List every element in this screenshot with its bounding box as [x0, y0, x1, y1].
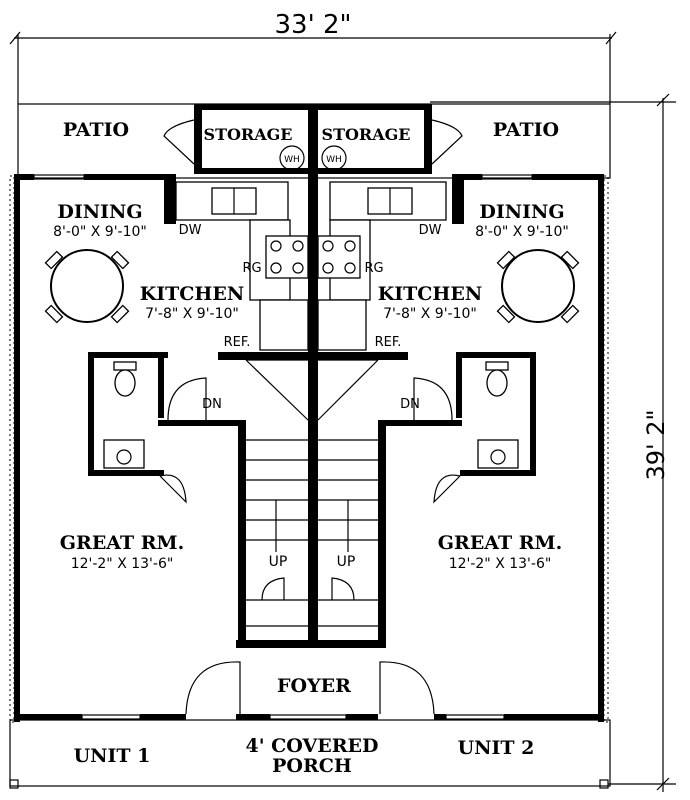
- storage-rooms: [163, 104, 463, 174]
- water-heater-left-icon: [279, 145, 305, 171]
- room-size-kitchen-right: 7'-8" X 9'-10": [383, 306, 477, 322]
- room-label-storage-left: STORAGE: [204, 125, 293, 144]
- room-size-great-room-left: 12'-2" X 13'-6": [71, 556, 174, 572]
- room-size-dining-right: 8'-0" X 9'-10": [475, 224, 569, 240]
- water-heater-label-right: WH: [326, 155, 342, 165]
- interior-walls: [88, 352, 536, 648]
- room-label-patio-left: PATIO: [63, 119, 129, 141]
- room-size-great-room-right: 12'-2" X 13'-6": [449, 556, 552, 572]
- porch-label-line2: PORCH: [272, 755, 352, 777]
- stair-up-label-right: UP: [337, 554, 356, 570]
- water-heater-right-icon: [321, 145, 347, 171]
- room-size-kitchen-left: 7'-8" X 9'-10": [145, 306, 239, 322]
- refrigerator-label-left: REF.: [224, 335, 251, 350]
- room-label-patio-right: PATIO: [493, 119, 559, 141]
- room-label-foyer: FOYER: [277, 675, 351, 697]
- room-label-great-room-left: GREAT RM.: [60, 532, 184, 554]
- range-label-right: RG: [364, 261, 383, 276]
- dishwasher-label-right: DW: [419, 223, 442, 238]
- room-label-dining-left: DINING: [57, 201, 142, 223]
- range-label-left: RG: [242, 261, 261, 276]
- porch-slab: [9, 719, 611, 787]
- stair-down-label-right: DN: [400, 397, 420, 412]
- porch-label-line1: 4' COVERED: [246, 735, 379, 757]
- dining-table-right: [496, 249, 580, 324]
- refrigerator-label-right: REF.: [375, 335, 402, 350]
- exterior-walls: [9, 106, 609, 723]
- stair-down-label-left: DN: [202, 397, 222, 412]
- porch-post-right: [599, 779, 609, 789]
- stair-up-label-left: UP: [269, 554, 288, 570]
- unit-2-label: UNIT 2: [458, 737, 535, 759]
- room-label-kitchen-left: KITCHEN: [140, 283, 244, 305]
- overall-width-label: 33' 2": [275, 10, 352, 40]
- windows: [33, 174, 533, 720]
- room-label-storage-right: STORAGE: [322, 125, 411, 144]
- water-heater-label-left: WH: [284, 155, 300, 165]
- unit-1-label: UNIT 1: [74, 745, 151, 767]
- overall-width-dimension: 33' 2": [9, 10, 617, 104]
- room-label-great-room-right: GREAT RM.: [438, 532, 562, 554]
- bathroom-fixtures: [103, 361, 519, 469]
- dining-table-left: [44, 249, 130, 324]
- doors: [159, 377, 461, 715]
- room-label-kitchen-right: KITCHEN: [378, 283, 482, 305]
- overall-depth-dimension: 39' 2": [430, 93, 676, 792]
- room-label-dining-right: DINING: [479, 201, 564, 223]
- dishwasher-label-left: DW: [179, 223, 202, 238]
- porch-post-left: [9, 779, 19, 789]
- kitchen-fixtures: [175, 181, 447, 351]
- stairs: [245, 359, 379, 627]
- overall-depth-label: 39' 2": [642, 409, 670, 480]
- room-size-dining-left: 8'-0" X 9'-10": [53, 224, 147, 240]
